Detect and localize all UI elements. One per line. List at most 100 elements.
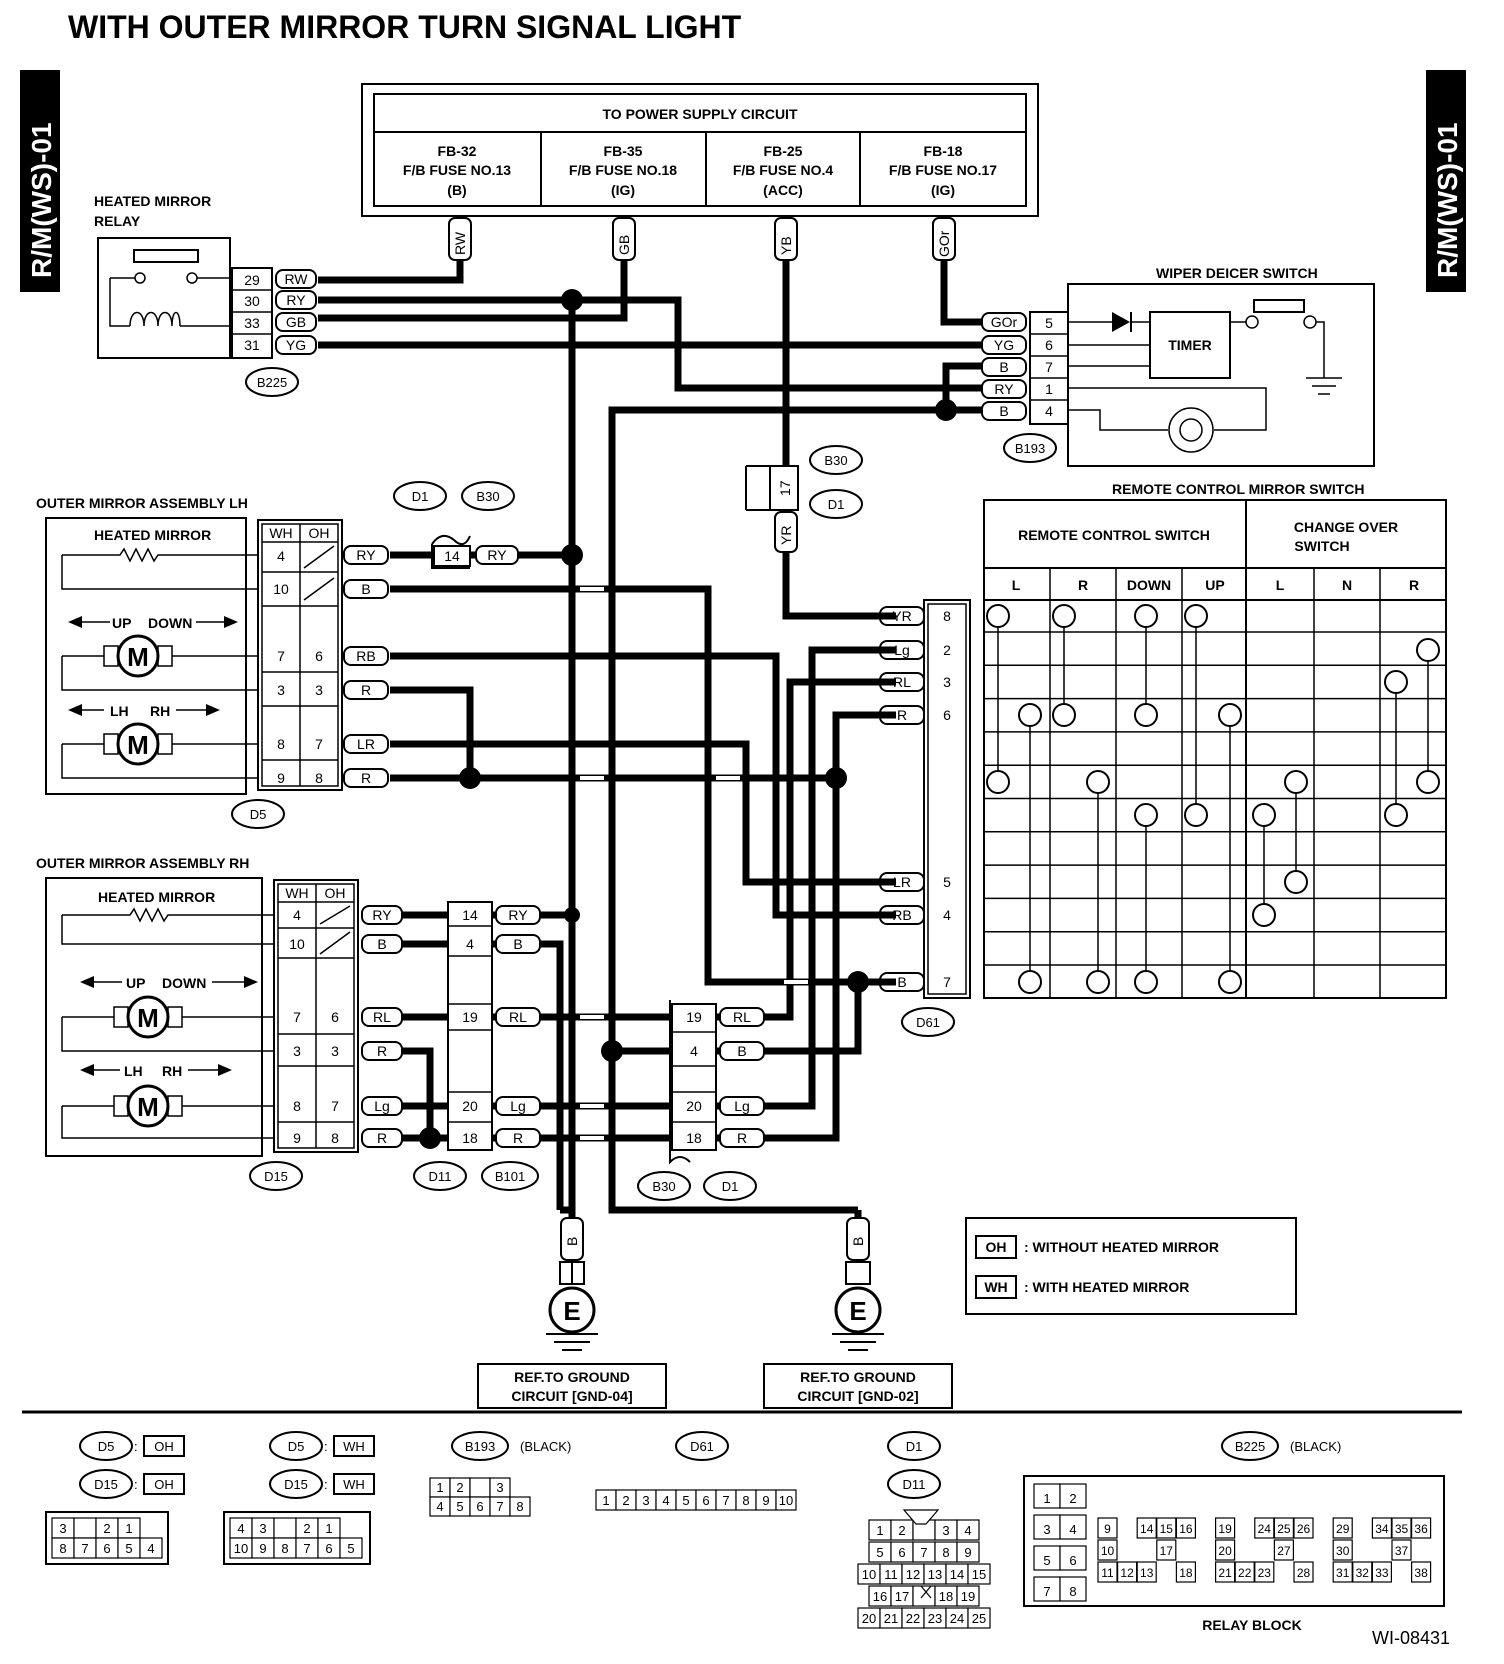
mirror-rh-m1-right: DOWN	[162, 975, 206, 991]
cv-b225-pin: 29	[1336, 1522, 1350, 1536]
cv-oh-pin: 2	[103, 1521, 110, 1536]
d11-wire-4: Lg	[510, 1098, 526, 1114]
mirror-rh-col-oh: OH	[325, 885, 346, 901]
junction-top-wire: YR	[778, 526, 794, 545]
switch-contact	[1134, 970, 1158, 994]
mirror-rh-wire-2: B	[377, 936, 386, 952]
heated-mirror-relay: HEATED MIRROR RELAY 29 30 33 31 RW RY GB…	[94, 193, 317, 397]
mirror-lh-m1-right: DOWN	[148, 615, 192, 631]
cv-wh-pin: 4	[237, 1521, 244, 1536]
cv-b225-pin: 18	[1179, 1566, 1193, 1580]
switch-contact	[1134, 703, 1158, 727]
relay-pin-3: 33	[244, 315, 260, 331]
cv-d61-pin: 10	[779, 1493, 793, 1508]
cv-d1-pin: 8	[942, 1545, 949, 1560]
b30-pin-2: 4	[690, 1043, 698, 1059]
cv-d1-pin: 20	[862, 1611, 876, 1626]
mirror-lh-m1-left: UP	[112, 615, 131, 631]
mirror-lh-connector-id: D5	[250, 807, 267, 822]
cv-b225-caption: RELAY BLOCK	[1202, 1617, 1302, 1633]
mirror-rh-m1-symbol: M	[137, 1003, 159, 1033]
switch-group-2-line2: SWITCH	[1294, 538, 1349, 554]
cv-b225-pin: 15	[1160, 1522, 1174, 1536]
switch-pin-9: 4	[943, 907, 951, 923]
mirror-lh-col-oh: OH	[309, 525, 330, 541]
mirror-rh-oh-4: 3	[331, 1043, 339, 1059]
relay-pin-1: 29	[244, 272, 260, 288]
cv-d1-pin: 10	[862, 1567, 876, 1582]
switch-pin-4: 6	[943, 707, 951, 723]
cv-b225-pin: 12	[1120, 1566, 1134, 1580]
switch-contact	[986, 604, 1010, 628]
mirror-lh-heater-label: HEATED MIRROR	[94, 527, 211, 543]
switch-wire-8: LR	[893, 874, 911, 890]
ground-1-ref2: CIRCUIT [GND-04]	[511, 1388, 632, 1404]
cv-b225-pin: 19	[1218, 1522, 1232, 1536]
power-wire-tags: RW GB YB GOr	[448, 217, 956, 261]
cv-wh-pin: 5	[347, 1541, 354, 1556]
cv-b225-pin: 1	[1043, 1491, 1050, 1506]
switch-contact	[1052, 703, 1076, 727]
cv-b225-pin: 8	[1069, 1584, 1076, 1599]
svg-text::: :	[134, 1439, 138, 1454]
switch-col-5: L	[1276, 577, 1285, 593]
deicer-wire-2: YG	[994, 337, 1014, 353]
ground-1-wire: B	[564, 1237, 580, 1246]
cv-b193-pin: 6	[476, 1499, 483, 1514]
switch-contact	[1416, 638, 1440, 662]
b30-block-c2: D1	[722, 1179, 739, 1194]
switch-wire-11: B	[897, 974, 906, 990]
switch-contact	[1086, 770, 1110, 794]
mirror-lh-wh-3: 7	[277, 648, 285, 664]
cv-b225-pin: 32	[1356, 1566, 1370, 1580]
connector-b30-d1: 19 4 20 18 RL B Lg R B30 D1	[637, 1000, 768, 1201]
cv-d61-pin: 6	[702, 1493, 709, 1508]
legend-wh-text: : WITH HEATED MIRROR	[1024, 1279, 1189, 1295]
mirror-rh-heater-label: HEATED MIRROR	[98, 889, 215, 905]
switch-col-2: R	[1078, 577, 1088, 593]
switch-contact	[1134, 803, 1158, 827]
cv-d1-pin: 14	[950, 1567, 964, 1582]
cv-b225-pin: 25	[1277, 1522, 1291, 1536]
ground-1-ref1: REF.TO GROUND	[514, 1369, 630, 1385]
legend-wh-code: WH	[984, 1279, 1007, 1295]
cv-d1-pin: 23	[928, 1611, 942, 1626]
mirror-lh-oh-6: 8	[315, 770, 323, 786]
cv-b193-pin: 1	[436, 1480, 443, 1495]
cv-oh-pin: 6	[103, 1541, 110, 1556]
mirror-rh-connector-id: D15	[264, 1169, 288, 1184]
switch-contact	[1416, 770, 1440, 794]
switch-contact	[1252, 903, 1276, 927]
cv-d11-id: D11	[903, 1477, 926, 1492]
cv-b225-pin: 10	[1101, 1544, 1115, 1558]
tag-gor: GOr	[936, 230, 952, 257]
cv-b193-pin: 5	[456, 1499, 463, 1514]
cv-d1-pin: 15	[972, 1567, 986, 1582]
cv-oh-d15: D15	[94, 1477, 118, 1492]
d11-wire-5: R	[513, 1130, 523, 1146]
switch-col-6: N	[1342, 577, 1352, 593]
switch-contact	[1018, 970, 1042, 994]
relay-connector-id: B225	[257, 375, 287, 390]
cv-b225-pin: 9	[1104, 1522, 1111, 1536]
fuse-3-line2: F/B FUSE NO.4	[733, 162, 834, 178]
mirror-rh-oh-6: 8	[331, 1130, 339, 1146]
d11-wire-2: B	[513, 936, 522, 952]
switch-col-1: L	[1012, 577, 1021, 593]
junction-top-c1: B30	[824, 453, 847, 468]
cv-b193-pin: 3	[496, 1480, 503, 1495]
cv-d1-pin: 17	[895, 1589, 909, 1604]
deicer-title: WIPER DEICER SWITCH	[1156, 265, 1318, 281]
deicer-wire-5: B	[999, 403, 1008, 419]
cv-b225-color: (BLACK)	[1290, 1439, 1341, 1454]
legend-oh-code: OH	[986, 1239, 1007, 1255]
lh-junction-c2: B30	[476, 489, 499, 504]
deicer-pin-5: 4	[1045, 403, 1053, 419]
cv-b193-pin: 2	[456, 1480, 463, 1495]
mirror-rh-wh-6: 9	[293, 1130, 301, 1146]
cv-wh-pin: 9	[259, 1541, 266, 1556]
mirror-lh-wire-5: LR	[357, 736, 375, 752]
switch-contact	[1384, 670, 1408, 694]
switch-group-2-line1: CHANGE OVER	[1294, 519, 1398, 535]
